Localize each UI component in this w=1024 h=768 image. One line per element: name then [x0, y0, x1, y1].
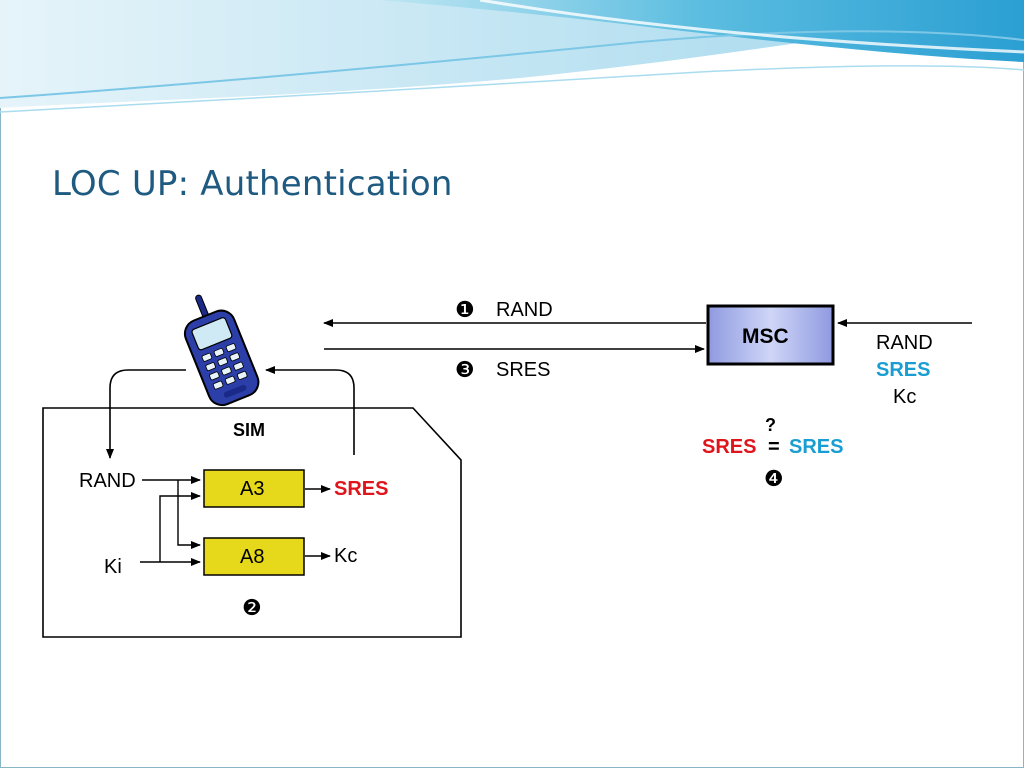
sim-input-ki: Ki	[104, 556, 122, 578]
comparison-question-mark: ?	[765, 415, 776, 435]
comparison-left-sres: SRES	[702, 436, 757, 458]
rand-message-label: RAND	[496, 299, 553, 321]
sres-to-phone-arrow	[265, 366, 355, 455]
step-2-marker: ❷	[242, 596, 262, 621]
a3-label: A3	[240, 478, 265, 500]
msc-input-kc: Kc	[893, 386, 917, 408]
comparison-equals: =	[768, 436, 780, 458]
a3-box	[203, 469, 305, 508]
slide-title: LOC UP: Authentication	[52, 164, 453, 204]
msc-label: MSC	[742, 325, 789, 348]
header-wave-decoration	[0, 0, 1024, 113]
sim-card-outline	[42, 407, 462, 638]
sim-input-rand: RAND	[79, 470, 136, 492]
rand-to-a8-line	[177, 480, 201, 549]
sim-output-sres: SRES	[334, 478, 389, 500]
mobile-phone-icon	[183, 294, 260, 407]
comparison-right-sres: SRES	[789, 436, 844, 458]
a8-label: A8	[240, 546, 265, 568]
rand-to-sim-arrow	[106, 369, 186, 459]
msc-input-rand: RAND	[876, 332, 933, 354]
a8-box	[203, 537, 305, 576]
step-4-marker: ❹	[764, 467, 784, 492]
step-3-marker: ❸	[455, 358, 475, 383]
msc-box	[706, 304, 835, 366]
sim-label: SIM	[233, 420, 266, 440]
msc-input-sres: SRES	[876, 359, 931, 381]
sim-output-kc: Kc	[334, 545, 358, 567]
ki-to-a3-line	[159, 492, 201, 562]
sres-message-label: SRES	[496, 359, 551, 381]
step-1-marker: ❶	[455, 298, 475, 323]
